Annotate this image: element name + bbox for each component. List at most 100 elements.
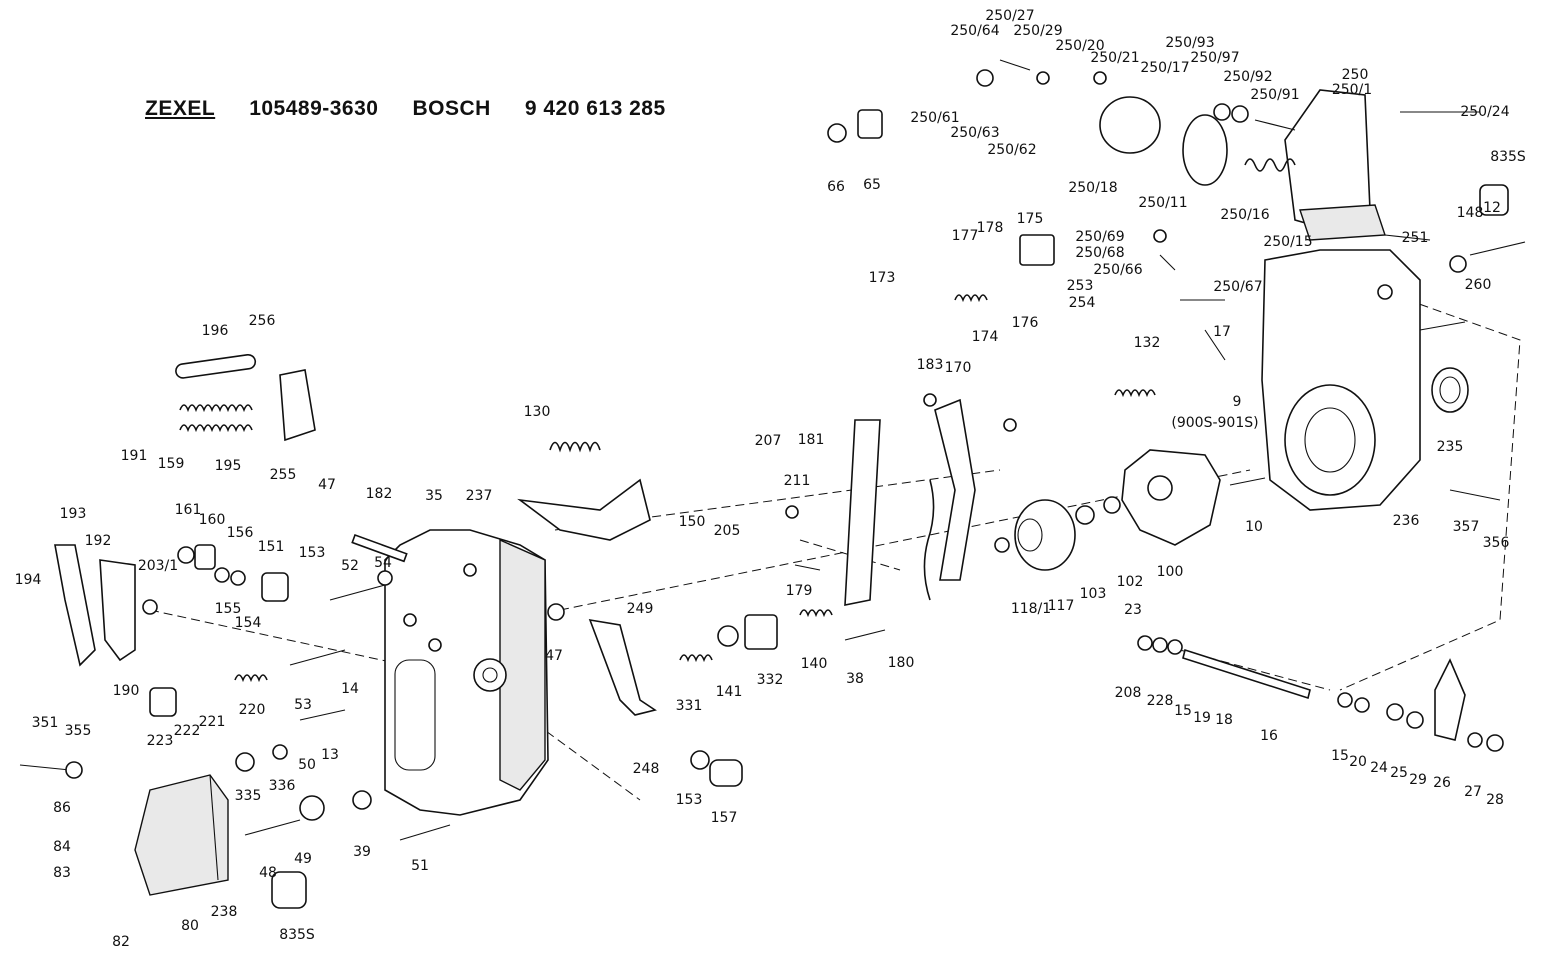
flyweight-assembly [1121,449,1221,546]
part-callout: 835S [279,927,315,943]
part-number-zexel: 105489-3630 [249,97,379,120]
bolt-hole [463,563,477,577]
part-callout: 250/68 [1075,245,1125,261]
part-callout: 205 [713,523,741,539]
part-callout: 250/15 [1263,234,1313,250]
part-callout: 238 [210,904,238,920]
part-callout: 48 [259,865,277,881]
bracket-255 [279,369,316,442]
part-callout: 250/92 [1223,69,1273,85]
part-callout: 39 [353,844,371,860]
part-callout: 156 [226,525,254,541]
part-callout: 49 [294,851,312,867]
sleeve-inner [1017,518,1043,552]
part-callout: 103 [1079,586,1107,602]
part-callout: 351 [31,715,59,731]
part-callout: 178 [976,220,1004,236]
part-callout: 222 [173,723,201,739]
part-callout: 161 [174,502,202,518]
part-callout: 148 [1456,205,1484,221]
part-callout: 190 [112,683,140,699]
part-callout: 250/93 [1165,35,1215,51]
axis-line [799,539,901,571]
part-callout: 254 [1068,295,1096,311]
part-callout: 155 [214,601,242,617]
part-callout: 260 [1464,277,1492,293]
part-callout: 157 [710,810,738,826]
part-callout: 250/63 [950,125,1000,141]
part-callout: 25 [1390,765,1408,781]
cap-835s-upper [1479,184,1509,216]
part-callout: 203/1 [137,558,179,574]
part-callout: 179 [785,583,813,599]
part-callout: 223 [146,733,174,749]
part-callout: 15 [1174,703,1192,719]
part-callout: 183 [916,357,944,373]
part-callout: 237 [465,488,493,504]
part-callout: 196 [201,323,229,339]
axis-line [559,469,1251,611]
part-callout: 255 [269,467,297,483]
part-callout: 24 [1370,760,1388,776]
oil-seal [1431,367,1469,413]
spring-130 [549,441,601,453]
part-callout: 117 [1047,598,1075,614]
part-callout: 835S [1490,149,1526,165]
bearing-bore [473,658,507,692]
part-callout: 174 [971,329,999,345]
part-callout: 154 [234,615,262,631]
part-callout: 82 [112,934,130,950]
part-callout: 23 [1124,602,1142,618]
cap-223 [149,687,177,717]
part-callout: 256 [248,313,276,329]
part-callout: 38 [846,671,864,687]
part-callout: 235 [1436,439,1464,455]
housing-bore-inner [1304,407,1356,473]
spring-195b [179,404,253,413]
part-callout: 228 [1146,693,1174,709]
part-callout: 150 [678,514,706,530]
part-callout: 250/18 [1068,180,1118,196]
part-callout: 220 [238,702,266,718]
part-callout: 253 [1066,278,1094,294]
part-callout: 52 [341,558,359,574]
bracket-193 [54,544,96,667]
part-callout: 250/1 [1331,82,1373,98]
spring-132 [1114,389,1156,398]
part-callout: 66 [827,179,845,195]
part-callout: 332 [756,672,784,688]
guide-lever [934,398,976,581]
boost-spring [1244,158,1296,172]
part-callout: 9 [1232,394,1242,410]
part-callout: 83 [53,865,71,881]
part-callout: 130 [523,404,551,420]
lever-26 [1434,658,1466,741]
part-callout: 331 [675,698,703,714]
part-callout: 16 [1260,728,1278,744]
housing-gasket [499,538,546,791]
washers [65,69,1504,821]
part-callout: 14 [341,681,359,697]
part-callout: 250/67 [1213,279,1263,295]
part-callout: 208 [1114,685,1142,701]
axis-line [1179,649,1331,691]
part-callout: 336 [268,778,296,794]
part-callout: 251 [1401,230,1429,246]
maker-bosch: BOSCH [412,97,491,120]
part-callout: 35 [425,488,443,504]
part-callout: 102 [1116,574,1144,590]
knob-175 [1019,234,1055,266]
part-callout: 15 [1331,748,1349,764]
part-callout: 153 [675,792,703,808]
stopper-151 [261,572,289,602]
part-callout: 249 [626,601,654,617]
part-callout: 29 [1409,772,1427,788]
part-callout: 221 [198,714,226,730]
lever-190 [99,559,136,662]
part-callout: 170 [944,360,972,376]
housing-window [394,659,436,771]
shaft-lever-150 [517,478,651,541]
